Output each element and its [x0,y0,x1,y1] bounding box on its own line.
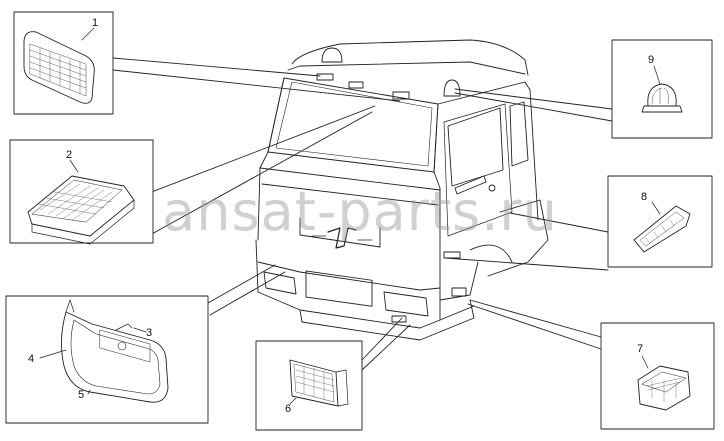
roof-beacon-right [443,79,461,97]
panel-2-roof-marker: 2 [9,139,154,245]
callout-4: 4 [28,353,34,365]
panel-headlamp: 3 4 5 [5,295,209,424]
panel-1-marker-lens: 1 [13,11,114,115]
callout-5: 5 [78,389,84,401]
callout-7: 7 [637,343,643,355]
callout-6: 6 [285,403,291,415]
callout-3: 3 [146,327,152,339]
callout-1: 1 [92,17,98,29]
callout-9: 9 [648,54,654,66]
callout-8: 8 [641,191,647,203]
leader-lines [109,57,613,371]
panel-7-side-marker: 7 [600,322,715,430]
roof-beacon-left [321,47,343,63]
panel-8-side-repeater: 8 [607,175,713,268]
panel-6-fog-lamp: 6 [255,340,363,431]
panel-9-beacon: 9 [611,39,713,139]
truck-cab [255,39,549,341]
callout-2: 2 [66,149,72,161]
emblem [327,227,357,249]
